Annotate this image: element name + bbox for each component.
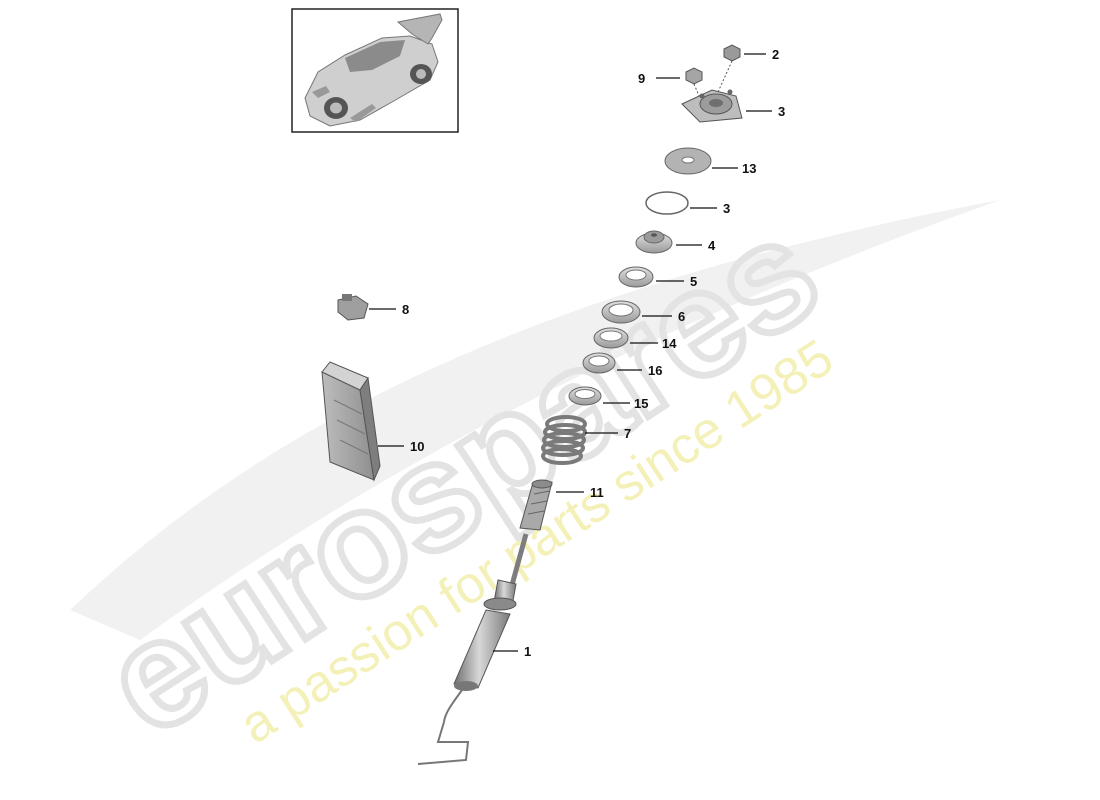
callout-number: 13 <box>742 161 756 176</box>
callout-number: 3 <box>723 201 730 216</box>
callout-number: 2 <box>772 47 779 62</box>
callout-14: 14 <box>630 336 677 351</box>
car-thumbnail-icon <box>304 13 443 127</box>
callout-number: 9 <box>638 71 645 86</box>
callout-number: 15 <box>634 396 648 411</box>
part-nut-2[interactable] <box>717 44 741 93</box>
part-ring-5[interactable] <box>618 266 654 288</box>
part-cap-4[interactable] <box>635 230 673 254</box>
part-nut-9[interactable] <box>685 67 703 99</box>
callout-number: 6 <box>678 309 685 324</box>
callout-number: 16 <box>648 363 662 378</box>
callout-1: 1 <box>493 644 531 659</box>
part-o-ring-3[interactable] <box>645 191 689 215</box>
callout-15: 15 <box>603 396 648 411</box>
callout-6: 6 <box>642 309 685 324</box>
callout-9: 9 <box>638 71 680 86</box>
callout-4: 4 <box>676 238 716 253</box>
callout-13: 13 <box>712 161 756 176</box>
watermark: eurospares a passion for parts since 198… <box>70 182 1000 770</box>
callout-5: 5 <box>656 274 697 289</box>
callout-number: 4 <box>708 238 716 253</box>
callout-number: 5 <box>690 274 697 289</box>
callout-number: 10 <box>410 439 424 454</box>
callout-8: 8 <box>369 302 409 317</box>
callout-10: 10 <box>378 439 424 454</box>
part-bump-stop-11[interactable] <box>519 479 553 531</box>
callout-16: 16 <box>617 363 662 378</box>
watermark-swoosh <box>70 200 1000 640</box>
car-thumbnail <box>291 8 459 133</box>
part-ring-15[interactable] <box>568 386 602 406</box>
part-sensor-8[interactable] <box>337 294 369 321</box>
callout-number: 7 <box>624 426 631 441</box>
callout-2: 2 <box>744 47 779 62</box>
part-spring-7[interactable] <box>541 415 587 465</box>
callout-7: 7 <box>585 426 631 441</box>
part-top-mount-3[interactable] <box>681 89 743 123</box>
callout-number: 1 <box>524 644 531 659</box>
callout-number: 14 <box>662 336 677 351</box>
callout-3-top-mount: 3 <box>746 104 785 119</box>
part-washer-13[interactable] <box>664 147 712 175</box>
callout-11: 11 <box>556 485 604 500</box>
callout-number: 8 <box>402 302 409 317</box>
callout-number: 11 <box>590 485 604 500</box>
part-ring-16[interactable] <box>582 352 616 374</box>
part-ring-6[interactable] <box>601 300 641 324</box>
part-control-unit-10[interactable] <box>321 361 381 482</box>
part-ring-14[interactable] <box>593 327 629 349</box>
callout-3-o-ring: 3 <box>690 201 730 216</box>
callout-number: 3 <box>778 104 785 119</box>
part-shock-absorber-1[interactable] <box>417 533 529 765</box>
